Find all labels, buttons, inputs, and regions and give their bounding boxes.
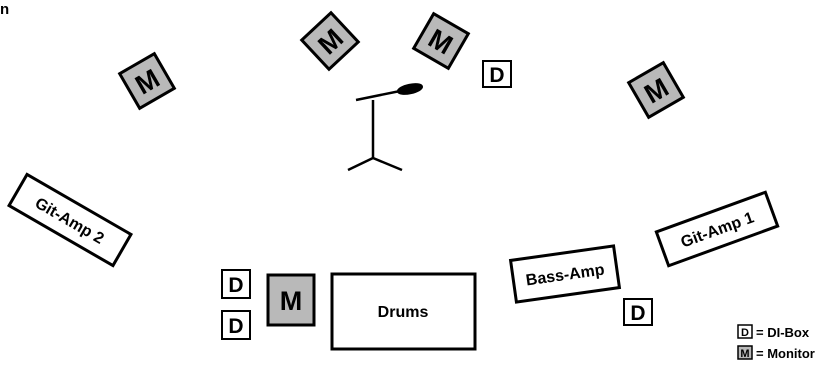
top-left-fragment: n: [0, 1, 9, 18]
legend-di-text: = DI-Box: [756, 325, 810, 340]
git-amp-1: Git-Amp 1: [654, 190, 780, 268]
monitor-wedge: M: [117, 51, 177, 111]
legend: D = DI-Box M = Monitor: [737, 324, 815, 361]
legend-di-symbol-letter: D: [741, 327, 749, 339]
di-box: D: [623, 298, 653, 326]
di-box-label: D: [228, 274, 243, 297]
legend-monitor-symbol-letter: M: [740, 348, 749, 360]
drums-label: Drums: [378, 304, 429, 321]
drums: Drums: [330, 272, 477, 351]
monitor-wedge: M: [626, 60, 686, 120]
di-box-label: D: [228, 315, 243, 338]
legend-monitor-symbol: [737, 345, 753, 360]
legend-di-symbol: [737, 324, 753, 339]
di-box-label: D: [489, 64, 504, 87]
monitor-wedge: M: [299, 10, 361, 72]
bass-amp: Bass-Amp: [508, 244, 622, 304]
monitor-wedge-drums: M: [266, 273, 316, 327]
microphone-stand-icon: [347, 83, 424, 172]
di-box: D: [221, 310, 251, 340]
di-box: D: [482, 60, 512, 88]
di-box: D: [221, 269, 251, 299]
di-box-label: D: [630, 302, 645, 325]
monitor-label: M: [280, 286, 303, 316]
monitor-wedge: M: [411, 11, 471, 71]
legend-monitor-text: = Monitor: [756, 346, 815, 361]
git-amp-2: Git-Amp 2: [6, 172, 134, 268]
